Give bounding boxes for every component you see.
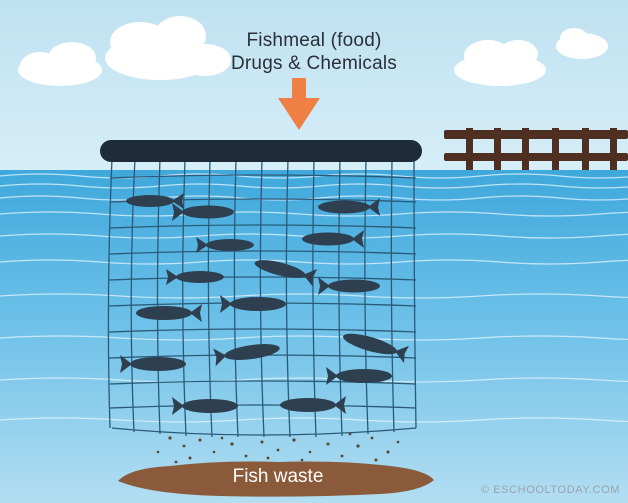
credit-text: © ESCHOOLTODAY.COM bbox=[481, 484, 620, 496]
input-label-drugs: Drugs & Chemicals bbox=[0, 53, 628, 75]
input-label-food: Fishmeal (food) bbox=[0, 30, 628, 52]
waste-label: Fish waste bbox=[0, 466, 556, 488]
net-float-ring bbox=[100, 140, 422, 162]
